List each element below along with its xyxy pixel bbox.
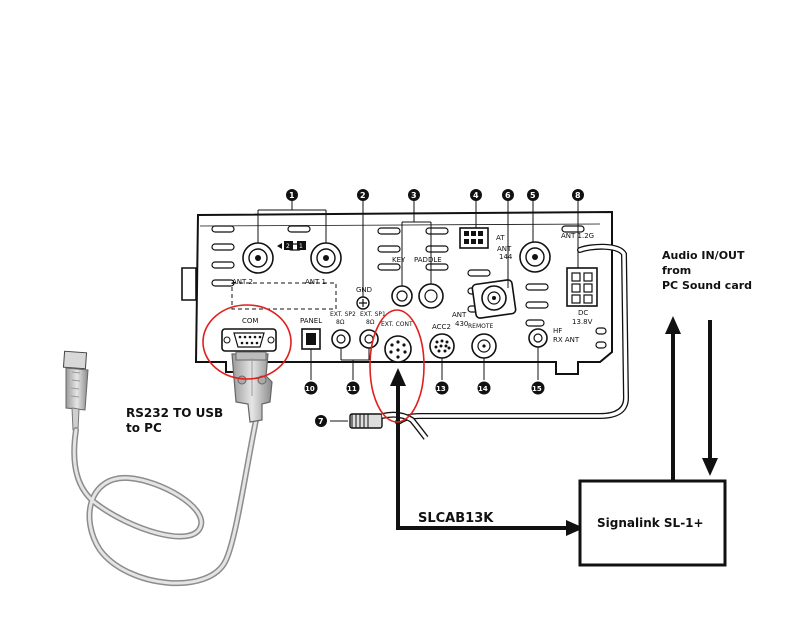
callout-7 [315, 415, 327, 427]
svg-text:6: 6 [505, 191, 511, 200]
callout-3 [408, 189, 420, 201]
extsp2-jack [331, 329, 351, 349]
ant430-connector [471, 279, 517, 319]
rs232-label: RS232 TO USB to PC [126, 406, 227, 435]
ant2-connector [242, 242, 274, 274]
svg-text:5: 5 [530, 191, 536, 200]
paddle-label: PADDLE [414, 256, 442, 264]
signalink-box: Signalink SL-1+ [578, 479, 727, 567]
svg-text:1: 1 [289, 191, 295, 200]
remote-label: REMOTE [468, 323, 494, 330]
radio-rear-panel: ANT 2 ANT 1 2 1 GND KEY PADDLE AT [181, 210, 613, 375]
ant1-connector [310, 242, 342, 274]
svg-text:15: 15 [532, 385, 542, 393]
svg-text:7: 7 [318, 417, 324, 426]
svg-text:4: 4 [473, 191, 479, 200]
acc2-port [429, 333, 455, 359]
com-port-highlight [202, 304, 292, 380]
svg-text:14: 14 [478, 385, 488, 393]
ext-cont-din-port [384, 335, 412, 363]
extcont-label: EXT. CONT [381, 321, 413, 328]
acc2-label: ACC2 [432, 323, 451, 331]
callout-markers: 1 2 3 4 6 5 8 7 10 11 13 14 15 [286, 189, 584, 427]
callout-10 [304, 381, 318, 395]
cable-arrowhead-up [390, 368, 406, 386]
svg-text:11: 11 [347, 385, 357, 393]
callout-14 [477, 381, 491, 395]
ant-5-connector [519, 241, 551, 273]
ant1-label: ANT 1 [305, 278, 326, 286]
key-jack [391, 285, 413, 307]
rs232-usb-cable [62, 350, 273, 587]
audio-label: Audio IN/OUT from PC Sound card [662, 249, 752, 292]
dc-power-connector [566, 267, 598, 307]
cable-label: SLCAB13K [418, 511, 494, 526]
slcab13k-cable [390, 368, 584, 536]
panel-label: PANEL [300, 317, 322, 325]
callout-6 [502, 189, 514, 201]
svg-text:13: 13 [436, 385, 446, 393]
svg-text:3: 3 [411, 191, 417, 200]
callout-leaders [257, 200, 579, 422]
at-connector [459, 227, 489, 249]
svg-text:10: 10 [305, 385, 315, 393]
ant2-label: ANT 2 [232, 278, 253, 286]
callout-1 [286, 189, 298, 201]
callout-11 [346, 381, 360, 395]
coax-plug-7 [349, 411, 429, 440]
ext-cont-highlight [369, 309, 425, 423]
com-db9-port [221, 328, 277, 352]
callout-13 [435, 381, 449, 395]
callout-4 [470, 189, 482, 201]
paddle-jack [418, 283, 444, 309]
audio-in-arrow [702, 458, 718, 476]
cable-arrowhead-right [566, 520, 584, 536]
at-label: AT [496, 234, 505, 242]
callout-15 [531, 381, 545, 395]
ant-select-2: 2 [286, 243, 290, 250]
callout-8 [572, 189, 584, 201]
svg-text:8: 8 [575, 191, 581, 200]
ant-select-1: 1 [299, 243, 303, 250]
key-label: KEY [392, 256, 406, 264]
callout-2 [357, 189, 369, 201]
audio-arrows [665, 316, 718, 481]
svg-text:2: 2 [360, 191, 366, 200]
panel-port [301, 328, 321, 350]
gnd-label: GND [356, 286, 372, 294]
remote-port [471, 333, 497, 359]
audio-out-arrow [665, 316, 681, 334]
hf-rx-ant-jack [528, 328, 548, 348]
com-label: COM [242, 317, 258, 325]
signalink-label: Signalink SL-1+ [597, 516, 704, 530]
callout-5 [527, 189, 539, 201]
gnd-terminal [356, 296, 370, 310]
